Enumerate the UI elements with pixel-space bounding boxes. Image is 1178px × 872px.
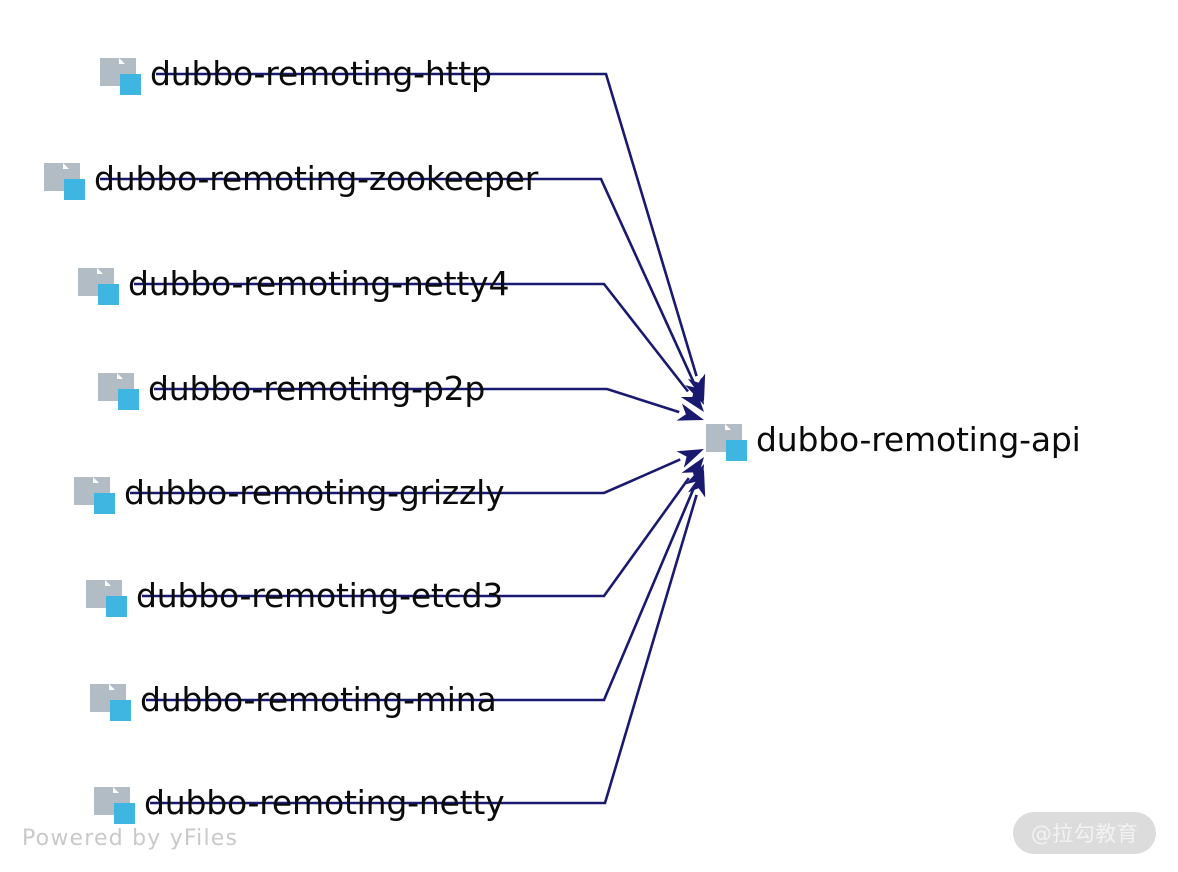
graph-node-dubbo-remoting-http[interactable]: dubbo-remoting-http [100, 51, 492, 97]
folder-chip [118, 389, 139, 410]
folder-notch [105, 580, 111, 586]
graph-node-dubbo-remoting-mina[interactable]: dubbo-remoting-mina [90, 677, 497, 723]
graph-node-dubbo-remoting-etcd3[interactable]: dubbo-remoting-etcd3 [86, 573, 503, 619]
module-folder-icon [44, 161, 88, 200]
yfiles-watermark: Powered by yFiles [22, 826, 239, 851]
arrowhead-dubbo-remoting-etcd3 [681, 457, 704, 484]
graph-node-dubbo-remoting-zookeeper[interactable]: dubbo-remoting-zookeeper [44, 156, 538, 202]
module-folder-icon [74, 475, 118, 514]
node-label: dubbo-remoting-etcd3 [136, 576, 504, 615]
graph-node-dubbo-remoting-api[interactable]: dubbo-remoting-api [706, 417, 1081, 463]
module-folder-icon [94, 785, 138, 824]
arrowhead-dubbo-remoting-mina [685, 464, 704, 492]
graph-node-dubbo-remoting-p2p[interactable]: dubbo-remoting-p2p [98, 366, 485, 412]
folder-notch [63, 163, 69, 169]
folder-notch [119, 58, 125, 64]
folder-chip [98, 284, 119, 305]
graph-node-dubbo-remoting-netty4[interactable]: dubbo-remoting-netty4 [78, 261, 509, 307]
node-label: dubbo-remoting-mina [140, 680, 497, 719]
module-folder-icon [100, 56, 144, 95]
arrowhead-dubbo-remoting-http [687, 373, 706, 401]
edge-dubbo-remoting-http-to-api [156, 72, 698, 377]
arrowhead-dubbo-remoting-grizzly [676, 449, 704, 468]
node-label: dubbo-remoting-zookeeper [94, 159, 539, 198]
brand-watermark-pill: @拉勾教育 [1013, 812, 1156, 854]
arrowhead-dubbo-remoting-netty4 [680, 385, 704, 412]
node-label: dubbo-remoting-api [756, 420, 1081, 459]
folder-notch [97, 268, 103, 274]
folder-chip [64, 179, 85, 200]
folder-chip [106, 596, 127, 617]
folder-chip [110, 700, 131, 721]
node-label: dubbo-remoting-grizzly [124, 473, 505, 512]
module-folder-icon [78, 266, 122, 305]
arrowhead-dubbo-remoting-zookeeper [685, 377, 704, 405]
folder-notch [113, 787, 119, 793]
folder-chip [114, 803, 135, 824]
arrowhead-dubbo-remoting-p2p [676, 403, 704, 421]
graph-node-dubbo-remoting-grizzly[interactable]: dubbo-remoting-grizzly [74, 470, 505, 516]
edge-dubbo-remoting-netty-to-api [150, 494, 698, 805]
brand-watermark-label: @拉勾教育 [1030, 822, 1139, 846]
folder-chip [94, 493, 115, 514]
arrowhead-dubbo-remoting-netty [687, 470, 706, 498]
node-label: dubbo-remoting-p2p [148, 369, 486, 408]
folder-chip [120, 74, 141, 95]
graph-node-dubbo-remoting-netty[interactable]: dubbo-remoting-netty [94, 780, 505, 826]
module-folder-icon [90, 682, 134, 721]
module-folder-icon [98, 371, 142, 410]
folder-notch [93, 477, 99, 483]
module-folder-icon [706, 422, 750, 461]
folder-notch [725, 424, 731, 430]
node-label: dubbo-remoting-netty4 [128, 264, 510, 303]
module-folder-icon [86, 578, 130, 617]
folder-chip [726, 440, 747, 461]
node-label: dubbo-remoting-http [150, 54, 492, 93]
folder-notch [117, 373, 123, 379]
folder-notch [109, 684, 115, 690]
node-label: dubbo-remoting-netty [144, 783, 505, 822]
